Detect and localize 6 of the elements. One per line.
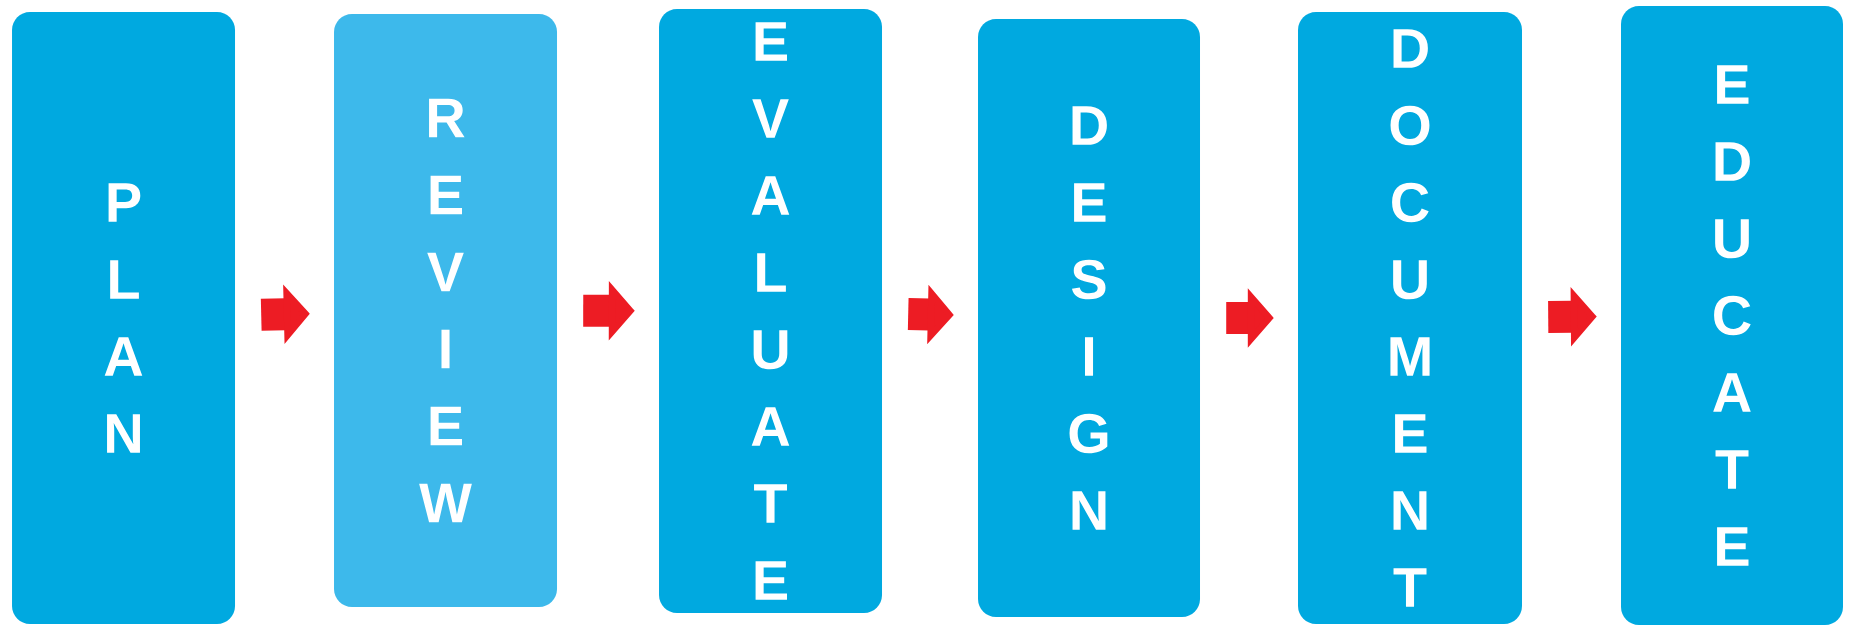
- process-box: PLAN: [12, 12, 235, 624]
- process-box: REVIEW: [334, 14, 557, 607]
- process-box: DESIGN: [978, 19, 1200, 617]
- process-box: EDUCATE: [1621, 6, 1843, 625]
- process-box: DOCUMENT: [1298, 12, 1522, 624]
- process-box: EVALUATE: [659, 9, 882, 613]
